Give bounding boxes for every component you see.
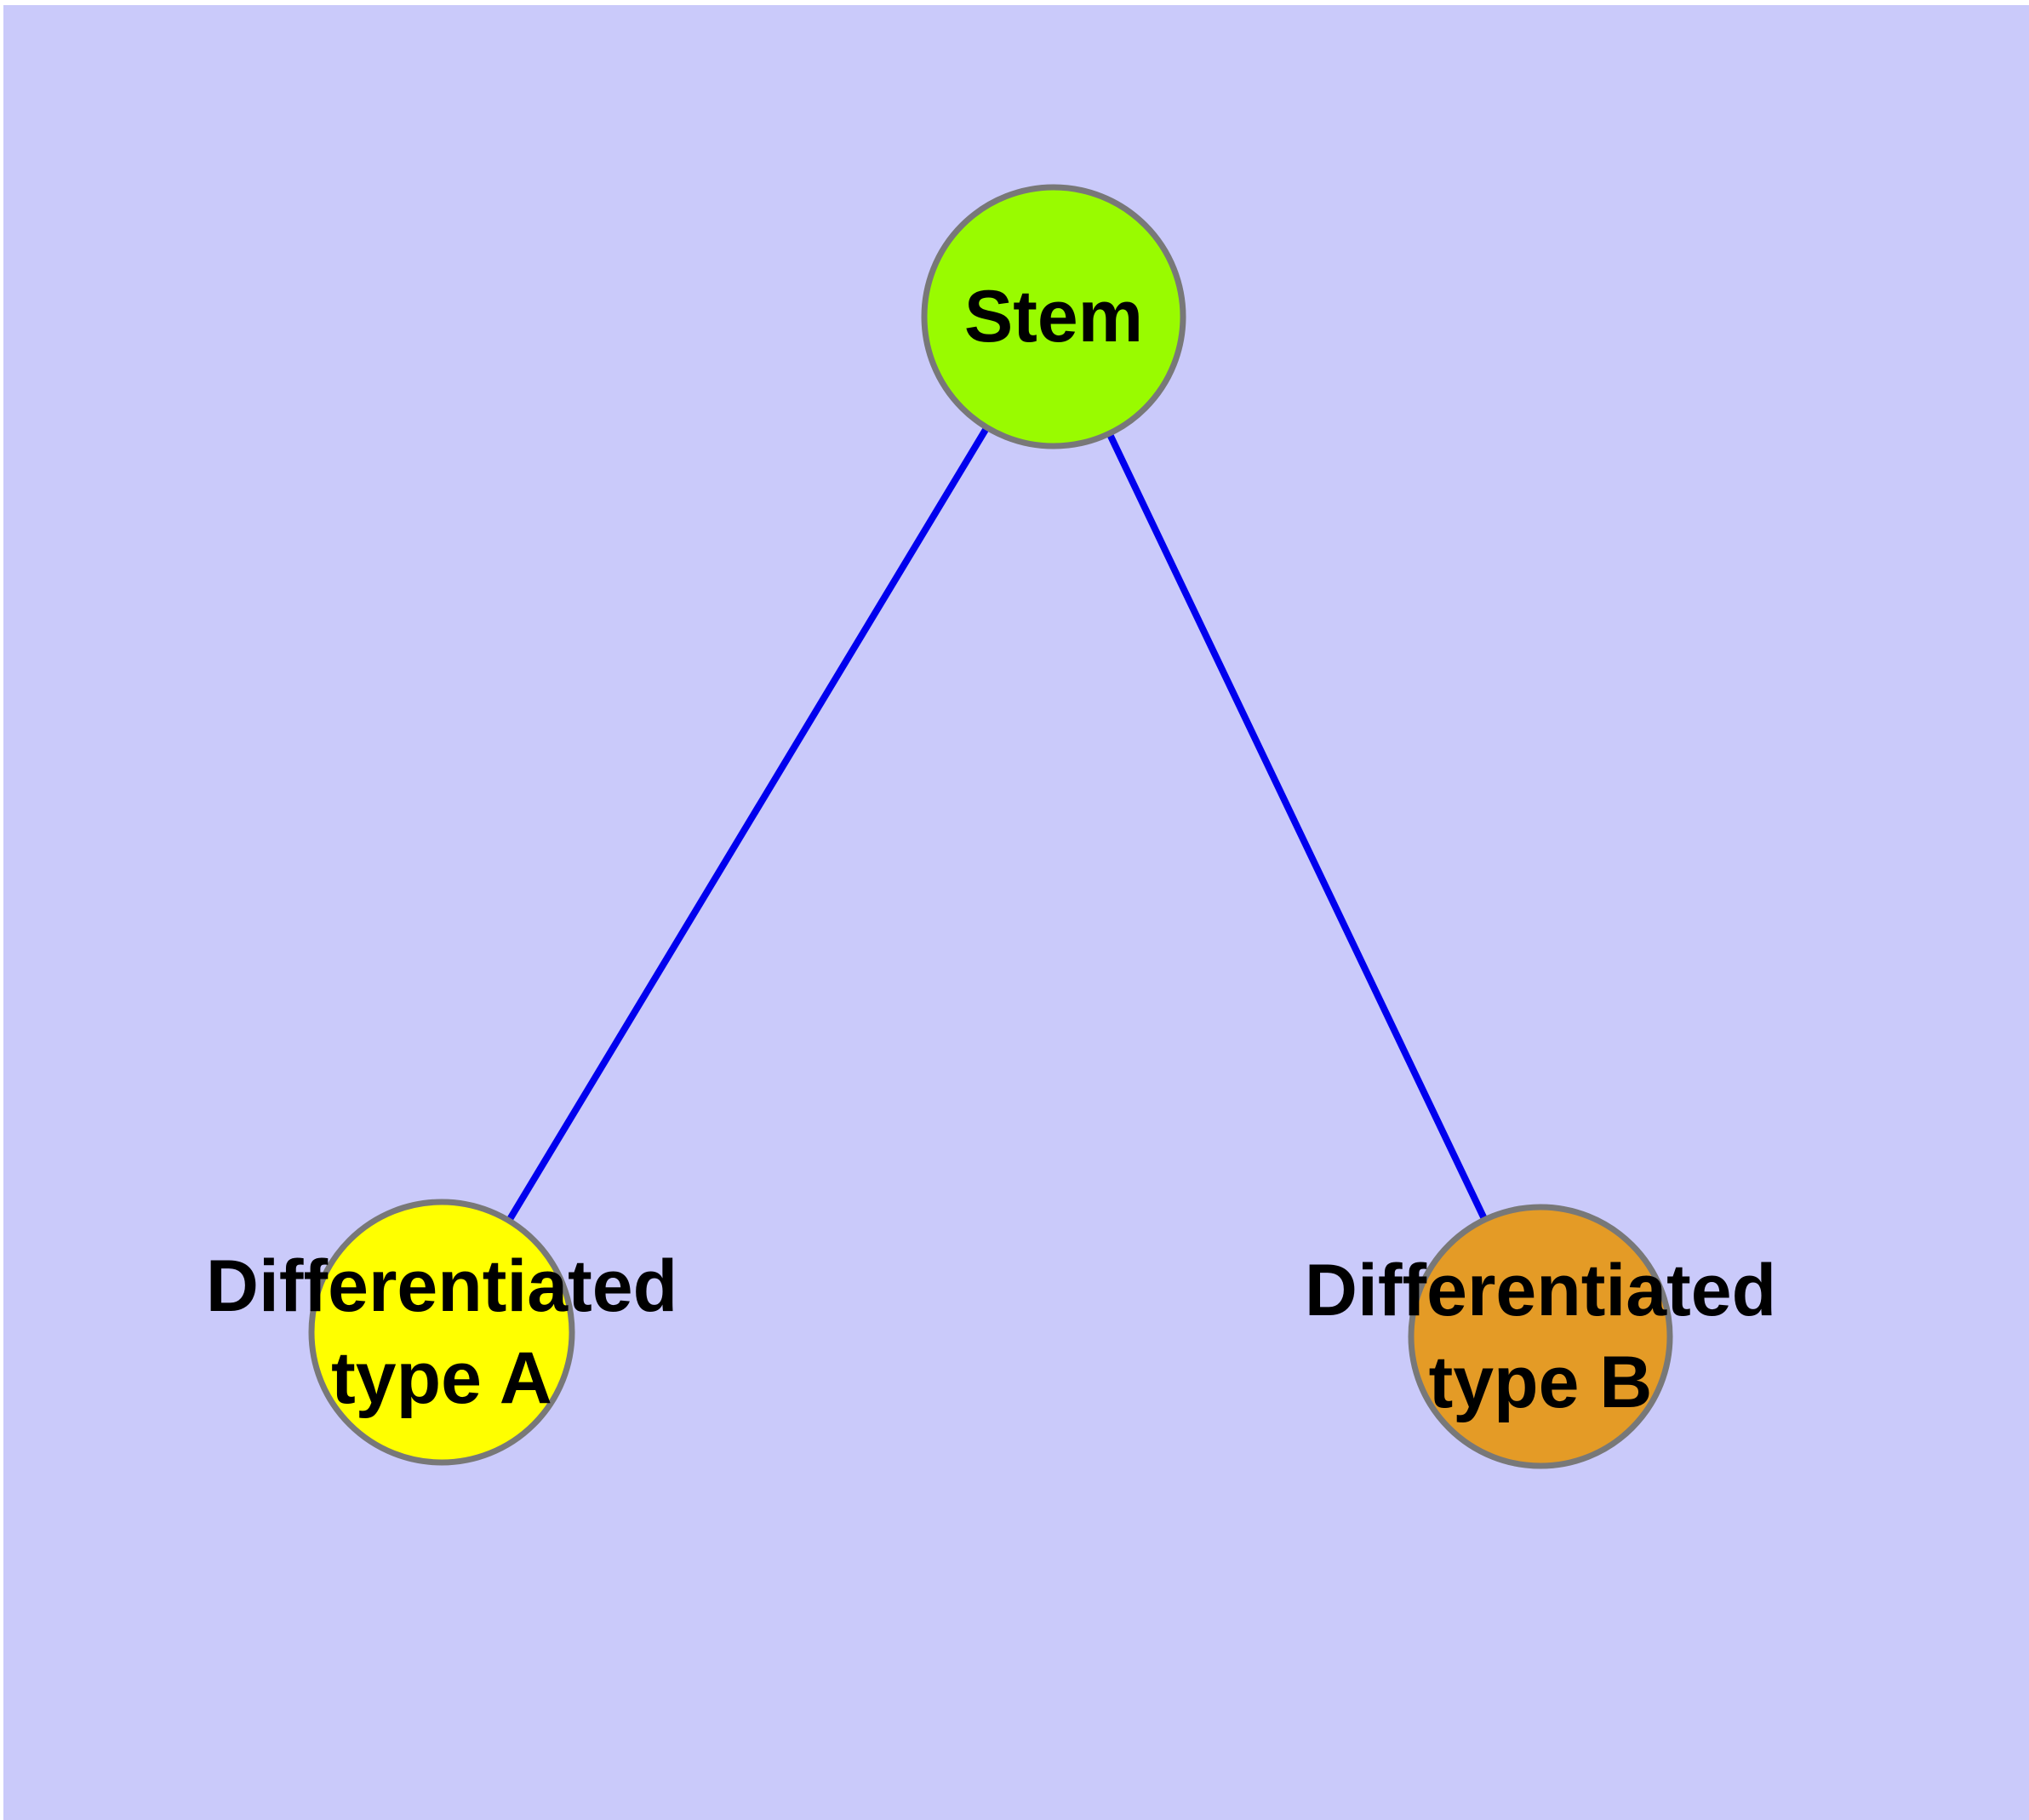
node-type-a-label-line1: Differentiated: [206, 1245, 677, 1327]
edge-stem-to-type-b: [1050, 315, 1544, 1338]
node-type-b-label-line1: Differentiated: [1305, 1250, 1776, 1331]
node-differentiated-type-a[interactable]: [308, 1199, 575, 1466]
edge-stem-to-type-a: [438, 314, 1057, 1335]
node-stem-label: Stem: [964, 276, 1143, 358]
node-type-a-label-line2: type A: [331, 1337, 552, 1419]
node-differentiated-type-b[interactable]: [1408, 1204, 1673, 1469]
node-type-b-label-line2: type B: [1429, 1342, 1653, 1423]
node-stem[interactable]: [921, 184, 1186, 449]
